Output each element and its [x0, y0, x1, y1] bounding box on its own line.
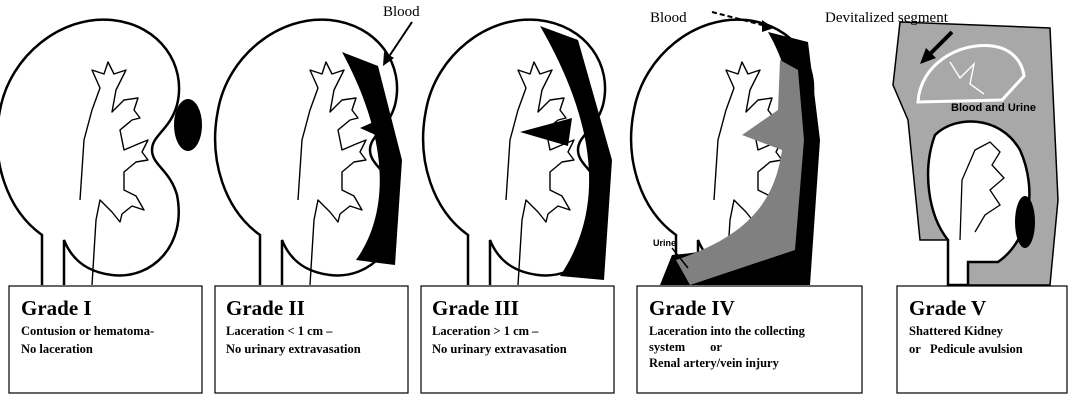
kidney-illustration — [0, 20, 179, 285]
grade-description-line: Contusion or hematoma- — [21, 324, 154, 338]
grade-5-caption: Grade V Shattered Kidney or Pedicule avu… — [897, 286, 1067, 393]
grade-title: Grade III — [432, 296, 519, 320]
laceration-mark — [360, 120, 378, 136]
blood-label: Blood — [383, 4, 420, 20]
grade-description-line: system or — [649, 340, 722, 354]
grade-title: Grade II — [226, 296, 305, 320]
grade-5-panel: Devitalized segment Blood and Urine — [825, 10, 1058, 285]
grade-2-caption: Grade II Laceration < 1 cm – No urinary … — [215, 286, 408, 393]
grade-description-line: Renal artery/vein injury — [649, 356, 780, 370]
urine-extravasation — [676, 60, 804, 285]
grade-description-line: Laceration < 1 cm – — [226, 324, 333, 338]
grade-1-panel — [0, 20, 202, 285]
urine-label: Urine — [653, 238, 676, 248]
blood-and-urine-label: Blood and Urine — [951, 102, 1036, 114]
grade-description-line: Laceration into the collecting — [649, 324, 806, 338]
grade-title: Grade IV — [649, 296, 735, 320]
grade-2-panel: Blood — [215, 4, 420, 285]
grade-description-line: or Pedicule avulsion — [909, 342, 1023, 356]
grade-4-panel: Blood Urine — [631, 10, 820, 285]
grade-description-line: No laceration — [21, 342, 93, 356]
subcapsular-hematoma — [174, 99, 202, 151]
grade-description-line: No urinary extravasation — [432, 342, 567, 356]
grade-title: Grade V — [909, 296, 986, 320]
grade-1-caption: Grade I Contusion or hematoma- No lacera… — [9, 286, 202, 393]
grade-3-panel — [423, 20, 612, 285]
hematoma — [1015, 196, 1035, 248]
blood-arrow — [712, 12, 766, 26]
grade-title: Grade I — [21, 296, 92, 320]
blood-label: Blood — [650, 10, 687, 26]
blood-arrow — [388, 22, 412, 58]
deep-laceration-mark — [520, 118, 572, 146]
grade-3-caption: Grade III Laceration > 1 cm – No urinary… — [421, 286, 614, 393]
grade-description-line: Laceration > 1 cm – — [432, 324, 539, 338]
grade-description-line: No urinary extravasation — [226, 342, 361, 356]
devitalized-segment-label: Devitalized segment — [825, 10, 949, 26]
grade-description-line: Shattered Kidney — [909, 324, 1004, 338]
grade-4-caption: Grade IV Laceration into the collecting … — [637, 286, 862, 393]
